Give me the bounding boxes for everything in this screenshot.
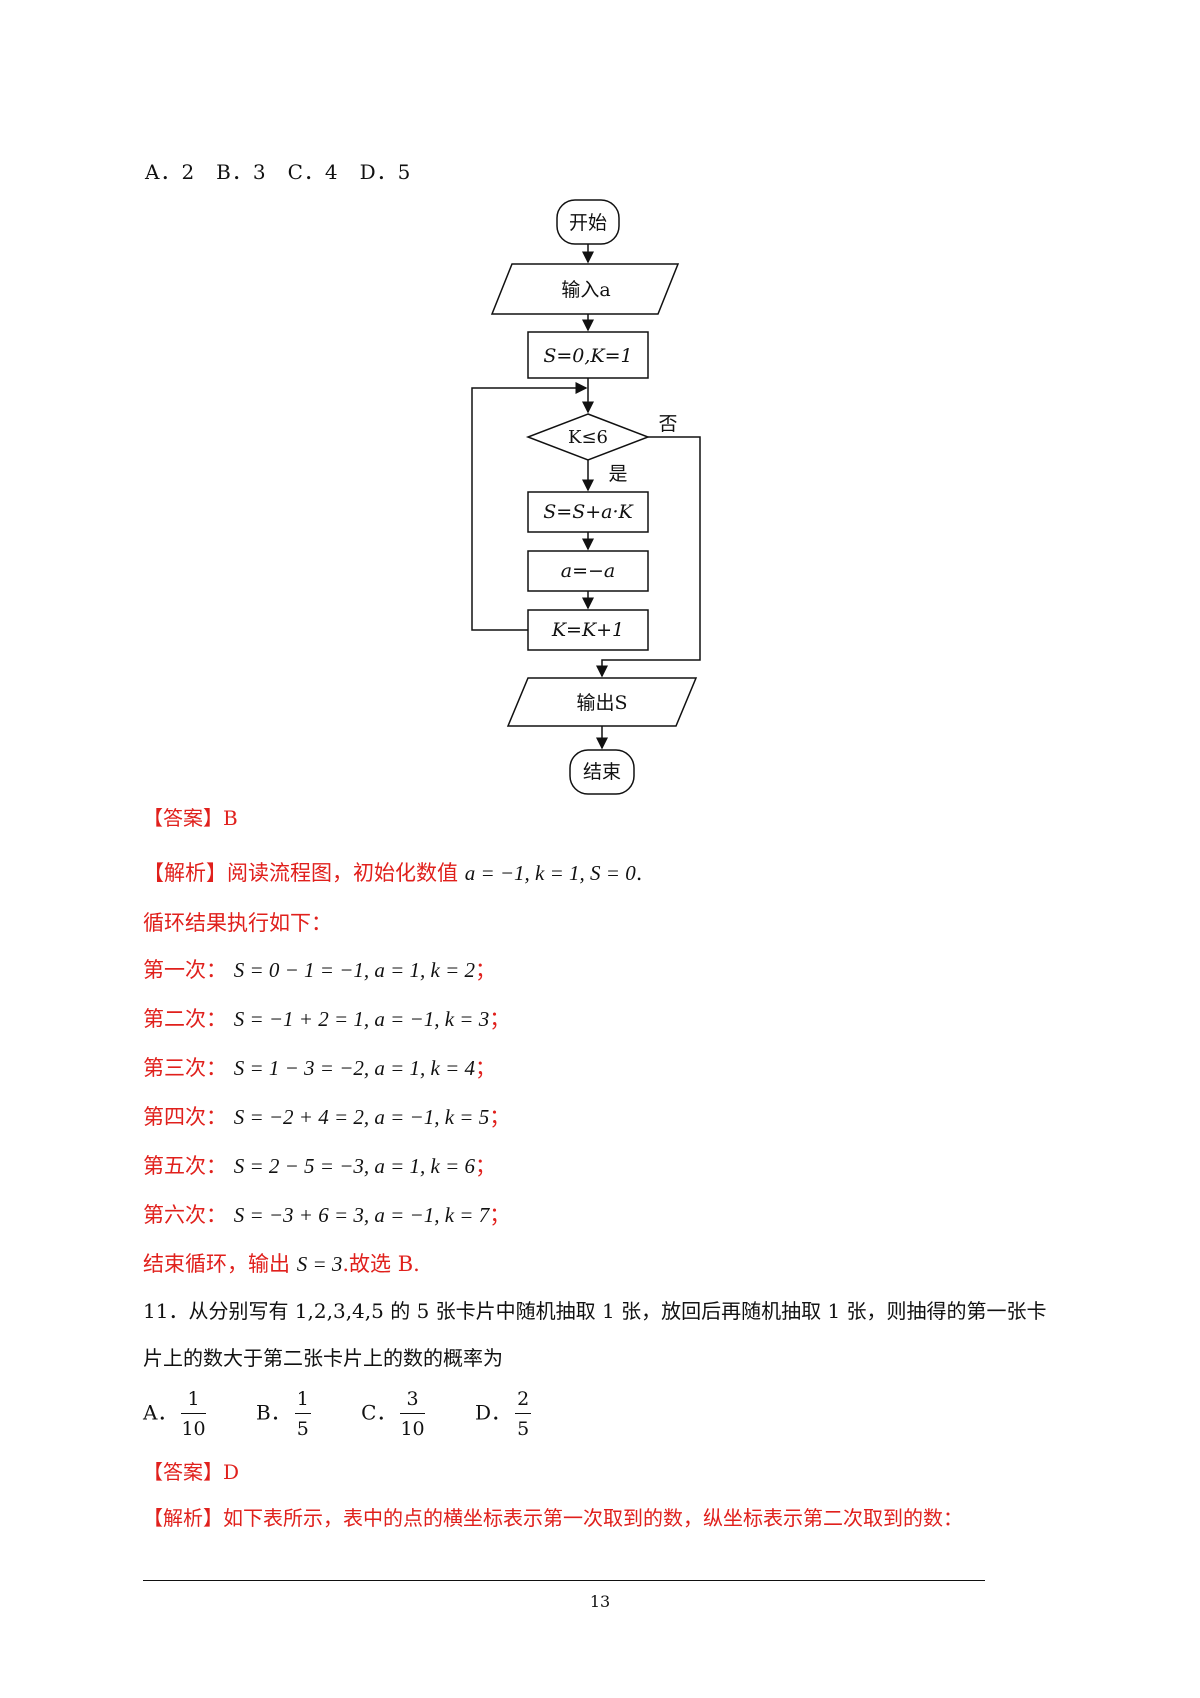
start-label: 开始 bbox=[569, 212, 607, 234]
option-label: B． bbox=[256, 1400, 291, 1425]
output-label: 输出S bbox=[576, 692, 627, 714]
input-label: 输入a bbox=[561, 279, 610, 301]
row-label: 第五次： bbox=[143, 1154, 227, 1178]
row-end: ； bbox=[475, 1154, 497, 1178]
q11-line-1: 11．从分别写有 1,2,3,4,5 的 5 张卡片中随机抽取 1 张，放回后再… bbox=[143, 1299, 1047, 1323]
step3-label: K=K+1 bbox=[551, 619, 624, 641]
row-end: ； bbox=[489, 1203, 511, 1227]
analysis-text: 如下表所示，表中的点的横坐标表示第一次取到的数，纵坐标表示第二次取到的数： bbox=[223, 1506, 963, 1530]
option-label: D． bbox=[475, 1400, 512, 1425]
row-end: ； bbox=[475, 1056, 497, 1080]
row-label: 第六次： bbox=[143, 1203, 227, 1227]
analysis-intro-text: 阅读流程图，初始化数值 bbox=[227, 861, 458, 885]
row-label: 第三次： bbox=[143, 1056, 227, 1080]
option-label: C． bbox=[361, 1400, 397, 1425]
page-number: 13 bbox=[589, 1592, 611, 1611]
conclusion: 结束循环，输出 S = 3.故选 B. bbox=[143, 1254, 420, 1275]
loop-row-5: 第五次： S = 2 − 5 = −3, a = 1, k = 6； bbox=[143, 1156, 496, 1177]
loop-back-line bbox=[471, 382, 588, 631]
loop-row-1: 第一次： S = 0 − 1 = −1, a = 1, k = 2； bbox=[143, 960, 496, 981]
q11-analysis: 【解析】如下表所示，表中的点的横坐标表示第一次取到的数，纵坐标表示第二次取到的数… bbox=[143, 1508, 963, 1528]
loop-row-2: 第二次： S = −1 + 2 = 1, a = −1, k = 3； bbox=[143, 1009, 510, 1030]
conclusion-math: S = 3 bbox=[296, 1252, 343, 1276]
step2-label: a=−a bbox=[561, 560, 616, 582]
loop-row-4: 第四次： S = −2 + 4 = 2, a = −1, k = 5； bbox=[143, 1107, 510, 1128]
loop-title: 循环结果执行如下： bbox=[143, 911, 332, 935]
condition-label: K≤6 bbox=[568, 427, 608, 448]
loop-row-3: 第三次： S = 1 − 3 = −2, a = 1, k = 4； bbox=[143, 1058, 496, 1079]
flowchart: 开始 输入a S=0,K=1 K≤6 否 是 S=S+a·K a=−a K=K+… bbox=[471, 199, 701, 795]
yes-label: 是 bbox=[608, 463, 627, 485]
output-node bbox=[506, 677, 698, 727]
row-math: S = −3 + 6 = 3, a = −1, k = 7 bbox=[233, 1203, 490, 1227]
q11-answer: 【答案】D bbox=[143, 1460, 240, 1484]
row-math: S = −1 + 2 = 1, a = −1, k = 3 bbox=[233, 1007, 490, 1031]
q10-analysis-intro: 【解析】阅读流程图，初始化数值 a = −1, k = 1, S = 0. bbox=[143, 863, 642, 884]
analysis-intro-end: . bbox=[635, 861, 643, 885]
init-label: S=0,K=1 bbox=[543, 345, 632, 367]
q11-line-2: 片上的数大于第二张卡片上的数的概率为 bbox=[143, 1346, 503, 1370]
no-label: 否 bbox=[658, 413, 677, 435]
q10-answer: 【答案】B bbox=[143, 806, 238, 830]
row-end: ； bbox=[489, 1007, 511, 1031]
analysis-label: 【解析】 bbox=[143, 861, 227, 885]
row-label: 第二次： bbox=[143, 1007, 227, 1031]
row-label: 第一次： bbox=[143, 958, 227, 982]
input-node bbox=[490, 263, 680, 315]
row-math: S = 0 − 1 = −1, a = 1, k = 2 bbox=[233, 958, 476, 982]
row-math: S = 1 − 3 = −2, a = 1, k = 4 bbox=[233, 1056, 476, 1080]
conclusion-pre: 结束循环，输出 bbox=[143, 1252, 290, 1276]
analysis-intro-math: a = −1, k = 1, S = 0 bbox=[464, 861, 636, 885]
loop-row-6: 第六次： S = −3 + 6 = 3, a = −1, k = 7； bbox=[143, 1205, 510, 1226]
row-end: ； bbox=[489, 1105, 511, 1129]
row-label: 第四次： bbox=[143, 1105, 227, 1129]
option-label: A． bbox=[143, 1400, 178, 1425]
analysis-label: 【解析】 bbox=[143, 1506, 223, 1530]
row-math: S = −2 + 4 = 2, a = −1, k = 5 bbox=[233, 1105, 490, 1129]
no-branch-line bbox=[596, 436, 701, 678]
conclusion-post: .故选 B. bbox=[342, 1252, 420, 1276]
q10-options: A．2 B．3 C．4 D．5 bbox=[145, 160, 412, 184]
step1-label: S=S+a·K bbox=[543, 501, 634, 523]
end-label: 结束 bbox=[583, 761, 621, 783]
end-node bbox=[569, 749, 635, 795]
row-end: ； bbox=[475, 958, 497, 982]
row-math: S = 2 − 5 = −3, a = 1, k = 6 bbox=[233, 1154, 476, 1178]
footer-rule bbox=[143, 1580, 985, 1581]
